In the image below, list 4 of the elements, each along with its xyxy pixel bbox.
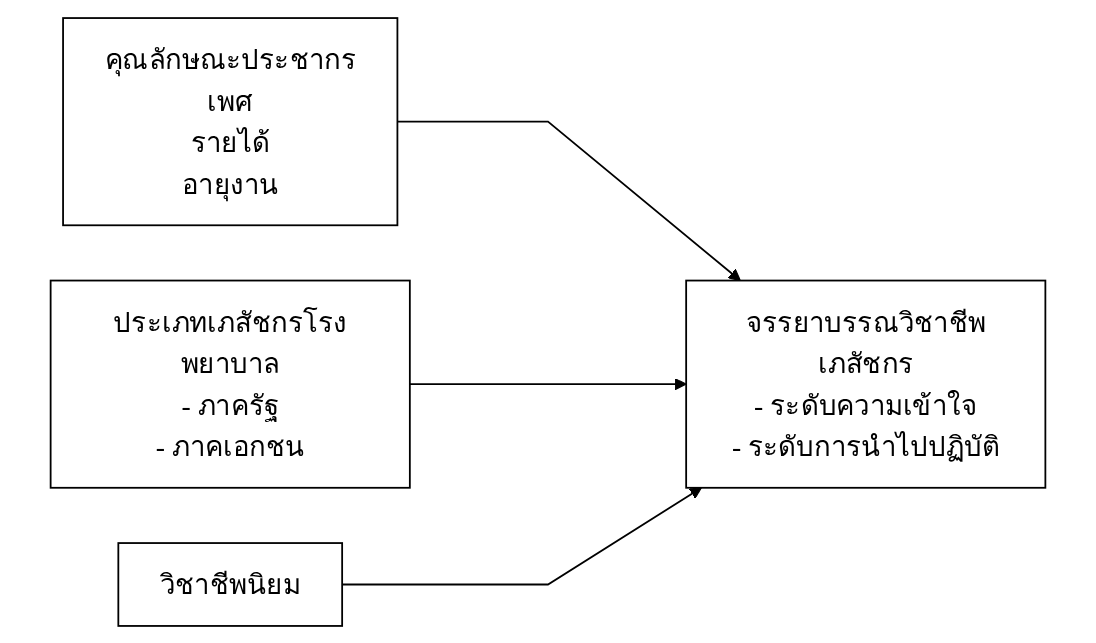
node-box: คุณลักษณะประชากร เพศ รายได้ อายุงาน: [62, 16, 399, 226]
node-box: วิชาชีพนิยม: [117, 541, 344, 627]
node-box: ประเภทเภสัชกรโรงพยาบาล - ภาครัฐ - ภาคเอกชน: [49, 279, 411, 489]
node-box: จรรยาบรรณวิชาชีพเภสัชกร - ระดับความเข้าใจ - ระดับการนำไปปฏิบัติ: [685, 279, 1047, 489]
